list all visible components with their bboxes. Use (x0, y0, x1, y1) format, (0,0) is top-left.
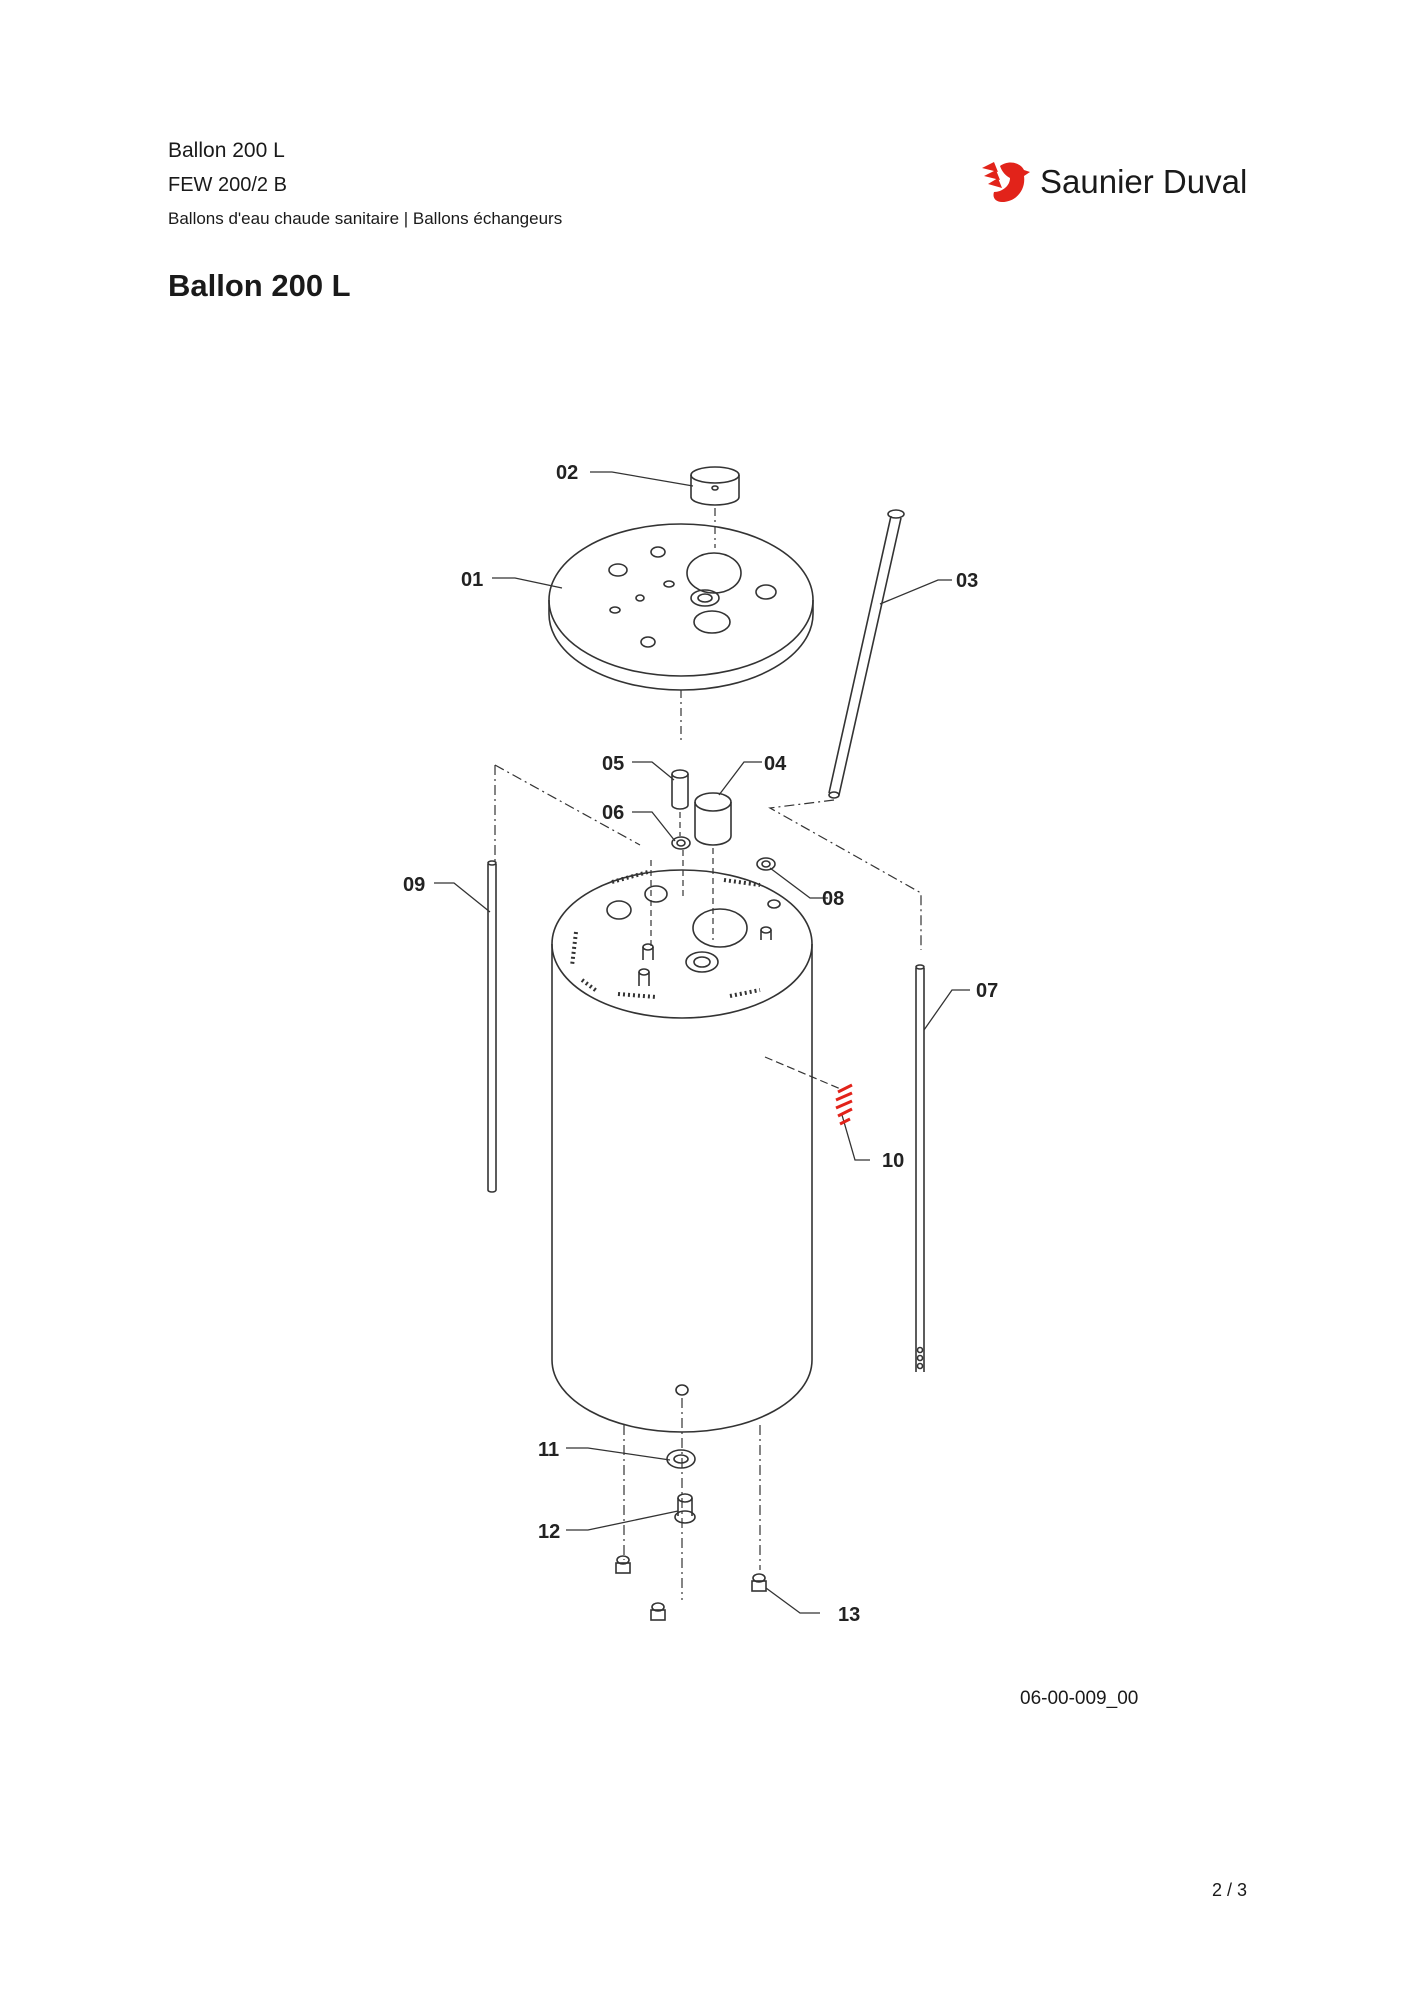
callout-07: 07 (976, 980, 998, 1002)
page-title: Ballon 200 L (168, 268, 351, 303)
callout-11: 11 (538, 1439, 559, 1461)
product-name: Ballon 200 L (168, 139, 285, 162)
callout-01: 01 (461, 569, 483, 591)
drawing-reference: 06-00-009_00 (1020, 1688, 1139, 1709)
callout-10: 10 (882, 1150, 904, 1172)
callout-08: 08 (822, 888, 844, 910)
brand-logo: Saunier Duval (980, 158, 1247, 206)
brand-name: Saunier Duval (1040, 163, 1248, 200)
part-06-nut (671, 836, 691, 850)
callout-02: 02 (556, 462, 578, 484)
callout-13: 13 (838, 1604, 860, 1626)
callout-05: 05 (602, 753, 624, 775)
part-04-sensor-housing (694, 792, 732, 846)
page-number: 2 / 3 (1212, 1880, 1248, 1900)
part-09-rod (487, 860, 497, 1193)
part-12-drain-valve (674, 1493, 696, 1524)
leader-lines (434, 471, 970, 1614)
part-08-nut (756, 857, 776, 871)
part-05-sleeve (671, 769, 689, 810)
part-11-flange (666, 1449, 696, 1469)
diagram-drawing (434, 466, 970, 1621)
part-10-heating-element (835, 1083, 853, 1126)
part-07-rod (915, 964, 925, 1372)
callout-03: 03 (956, 570, 978, 592)
product-category: Ballons d'eau chaude sanitaire | Ballons… (168, 209, 563, 228)
part-01-lid (548, 523, 814, 691)
part-02-cap (690, 466, 740, 506)
rooster-icon (982, 162, 1030, 202)
callout-09: 09 (403, 874, 425, 896)
document-header: Ballon 200 L FEW 200/2 B Ballons d'eau c… (168, 134, 562, 236)
tank-body (551, 869, 813, 1433)
callout-12: 12 (538, 1521, 560, 1543)
callout-04: 04 (764, 753, 787, 775)
part-03-anode-rod (828, 509, 905, 799)
part-13-feet (615, 1555, 767, 1621)
model-number: FEW 200/2 B (168, 174, 287, 196)
callout-06: 06 (602, 802, 624, 824)
